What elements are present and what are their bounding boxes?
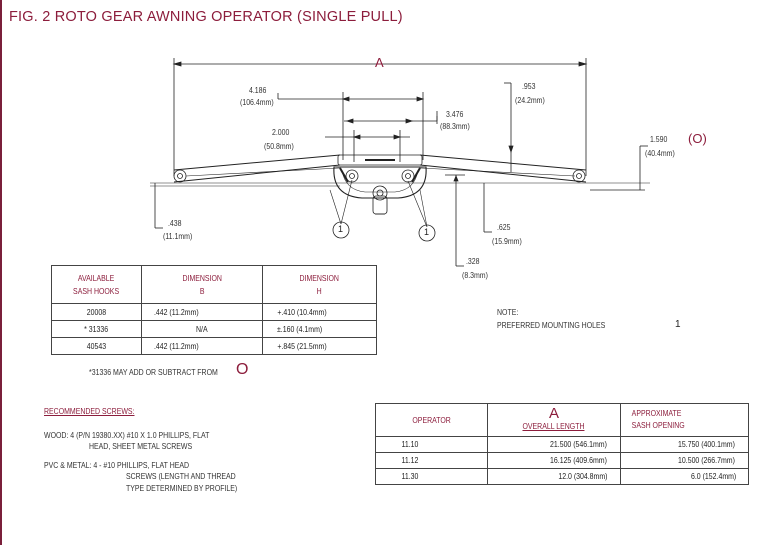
dim-1590-mm: (40.4mm)	[645, 149, 675, 158]
dim-953: .953	[522, 82, 536, 91]
o-symbol: (O)	[688, 131, 707, 146]
table-row: 40543 .442 (11.2mm) +.845 (21.5mm)	[51, 337, 377, 355]
table-row: 11.10 21.500 (546.1mm) 15.750 (400.1mm)	[375, 436, 749, 453]
table-row: * 31336 N/A ±.160 (4.1mm)	[51, 320, 377, 338]
screws-pvc-line1: PVC & METAL: 4 - #10 PHILLIPS, FLAT HEAD	[44, 461, 190, 470]
dim-625-mm: (15.9mm)	[492, 237, 522, 246]
note-label: NOTE:	[497, 308, 519, 317]
note-callout-label: 1	[675, 319, 681, 330]
left-arm-pivot	[173, 169, 187, 183]
table-row: 11.30 12.0 (304.8mm) 6.0 (152.4mm)	[375, 468, 749, 485]
dim-438: .438	[168, 219, 182, 228]
operator-drawing	[150, 58, 650, 267]
screws-wood-line1: WOOD: 4 (P/N 19380.XX) #10 X 1.0 PHILLIP…	[44, 431, 210, 440]
table-row: 11.12 16.125 (409.6mm) 10.500 (266.7mm)	[375, 452, 749, 469]
footnote-o-symbol: O	[236, 361, 249, 378]
dim-4186: 4.186	[249, 86, 267, 95]
note-text: PREFERRED MOUNTING HOLES	[497, 321, 606, 330]
gear-body	[337, 154, 423, 166]
dim-625: .625	[497, 223, 511, 232]
header-operator: OPERATOR	[375, 403, 488, 437]
dim-a-label: A	[375, 55, 384, 70]
dim-3476-mm: (88.3mm)	[440, 122, 470, 131]
screws-wood-line2: HEAD, SHEET METAL SCREWS	[89, 442, 193, 451]
right-arm-pivot	[572, 169, 586, 183]
screws-heading: RECOMMENDED SCREWS:	[44, 407, 135, 416]
dim-2000-mm: (50.8mm)	[264, 142, 294, 151]
dim-438-mm: (11.1mm)	[163, 232, 193, 241]
callout-circle-right	[418, 224, 436, 242]
dim-953-mm: (24.2mm)	[515, 96, 545, 105]
table-row: 20008 .442 (11.2mm) +.410 (10.4mm)	[51, 303, 377, 321]
dim-3476: 3.476	[446, 110, 464, 119]
callout-circle-left	[332, 221, 350, 239]
dim-2000: 2.000	[272, 128, 290, 137]
hooks-footnote: *31336 MAY ADD OR SUBTRACT FROM	[89, 368, 218, 377]
screws-pvc-line3: TYPE DETERMINED BY PROFILE)	[126, 484, 238, 493]
dim-1590: 1.590	[650, 135, 668, 144]
dim-328-mm: (8.3mm)	[462, 271, 488, 280]
dim-4186-mm: (106.4mm)	[240, 98, 274, 107]
callout-label-left: 1	[338, 224, 344, 234]
screws-pvc-line2: SCREWS (LENGTH AND THREAD	[126, 472, 236, 481]
figure-title: FIG. 2 ROTO GEAR AWNING OPERATOR (SINGLE…	[9, 9, 403, 25]
callout-label-right: 1	[424, 227, 430, 237]
dim-328: .328	[466, 257, 480, 266]
